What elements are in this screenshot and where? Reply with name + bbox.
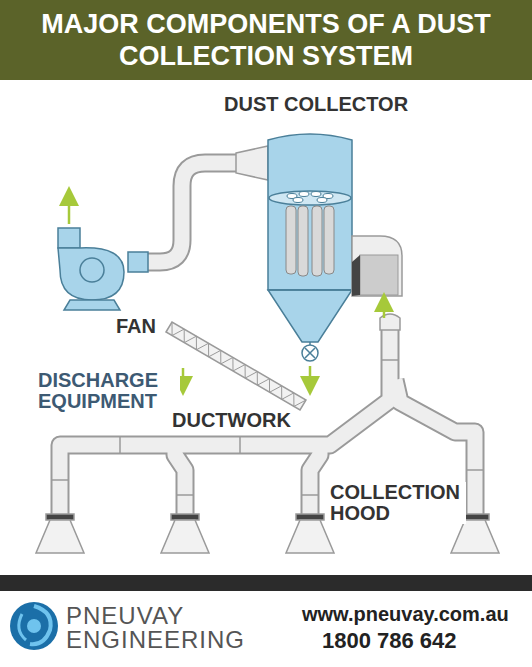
dust-collector xyxy=(268,134,352,361)
side-inlet xyxy=(352,236,402,296)
title: MAJOR COMPONENTS OF A DUST COLLECTION SY… xyxy=(36,8,496,72)
header-band xyxy=(0,0,532,80)
part-label: DISCHARGE EQUIPMENT xyxy=(36,370,180,412)
part-label: DUST COLLECTOR xyxy=(222,94,410,115)
screw-conveyor xyxy=(166,322,306,410)
logo-text: PNEUVAY ENGINEERING xyxy=(64,604,248,652)
fan xyxy=(58,228,148,310)
discharge-arrow xyxy=(309,366,312,386)
part-label: DUCTWORK xyxy=(170,410,293,431)
part-label: COLLECTION HOOD xyxy=(328,482,466,524)
exhaust-arrow xyxy=(68,196,71,224)
discharge-arrow xyxy=(182,368,185,386)
footer-bar xyxy=(0,575,532,591)
website: www.pneuvay.com.au xyxy=(300,604,511,625)
inflow-arrow-tail xyxy=(383,310,386,318)
inflow-arrow xyxy=(383,302,386,310)
logo-swirl xyxy=(10,602,58,650)
phone-number: 1800 786 642 xyxy=(320,630,459,651)
inlet-nozzle xyxy=(236,146,268,180)
part-label: FAN xyxy=(114,316,158,337)
fan-duct xyxy=(148,163,240,262)
